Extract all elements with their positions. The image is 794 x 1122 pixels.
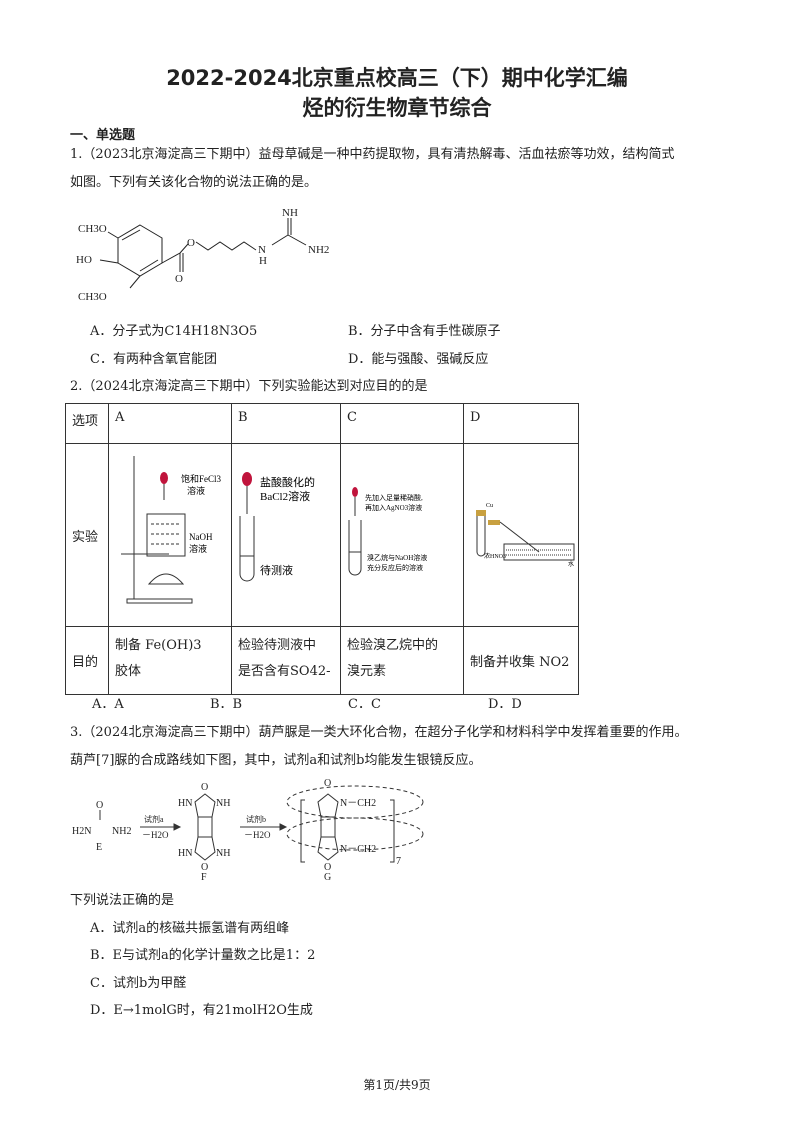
reagent-a-label: 试剂a: [144, 814, 164, 824]
q3-option-a[interactable]: A．试剂a的核磁共振氢谱有两组峰: [90, 921, 290, 936]
minus-h2o-label: －H2O: [244, 830, 271, 840]
label-hcl-acidified: 盐酸酸化的: [260, 475, 315, 489]
f-hn-label: HN: [178, 798, 192, 809]
q2-option-a[interactable]: A．A: [92, 697, 124, 712]
q1-option-c[interactable]: C．有两种含氧官能团: [90, 352, 217, 367]
header-c: C: [340, 403, 464, 444]
compound-e-label: E: [96, 842, 102, 853]
ho-label: HO: [76, 254, 92, 266]
f-hn-label: HN: [178, 848, 192, 859]
label-reacted-solution: 充分反应后的溶液: [367, 563, 423, 572]
q3-stem-line1: 3.（2024北京海淀高三下期中）葫芦脲是一类大环化合物，在超分子化学和材料科学…: [70, 725, 688, 740]
label-conc-hno3: 浓HNO3: [484, 552, 506, 560]
purpose-a: 制备 Fe(OH)3 胶体: [108, 626, 232, 695]
carbonyl-o-label: O: [175, 273, 183, 285]
q3-option-d[interactable]: D．E→1molG时，有21molH2O生成: [90, 1003, 313, 1018]
purpose-b: 检验待测液中是否含有SO42-: [231, 626, 341, 695]
och3-top-label: CH3O: [78, 223, 107, 235]
label-hno3: 先加入足量稀硝酸,: [365, 493, 423, 502]
label-cu: Cu: [486, 503, 493, 509]
q2-option-d[interactable]: D．D: [488, 697, 522, 712]
h-label: H: [259, 255, 267, 267]
g-nch2-bottom: N－CH2: [340, 844, 376, 855]
label-naoh: NaOH: [189, 532, 213, 542]
reagent-b-label: 试剂b: [246, 814, 266, 824]
label-bromoethane: 溴乙烷与NaOH溶液: [367, 553, 427, 562]
exp-b-diagram: 盐酸酸化的 BaCl2溶液 待测液: [239, 472, 315, 582]
section-heading: 一、单选题: [70, 128, 136, 143]
ester-o-label: O: [187, 237, 195, 249]
header-a: A: [108, 403, 232, 444]
label-agno3: 再加入AgNO3溶液: [365, 503, 422, 512]
n-label: N: [258, 244, 266, 256]
f-o-bottom: O: [201, 862, 208, 873]
subscript-7: 7: [396, 856, 401, 867]
q1-option-d[interactable]: D．能与强酸、强碱反应: [348, 352, 489, 367]
g-nch2-top: N－CH2: [340, 798, 376, 809]
exp-c-diagram: 先加入足量稀硝酸, 再加入AgNO3溶液 溴乙烷与NaOH溶液 充分反应后的溶液: [348, 487, 427, 576]
q1-option-a[interactable]: A．分子式为C14H18N3O5: [90, 324, 258, 339]
och3-bottom-label: CH3O: [78, 291, 107, 303]
q3-stem-line2: 葫芦[7]脲的合成路线如下图，其中，试剂a和试剂b均能发生银镜反应。: [70, 753, 482, 768]
q2-table: 选项 A B C D 实验 饱和FeCl3 溶液 NaOH 溶液 盐酸酸化的 B…: [65, 403, 579, 695]
header-option: 选项: [65, 403, 109, 444]
exp-a-diagram: 饱和FeCl3 溶液 NaOH 溶液: [121, 456, 222, 604]
header-d: D: [463, 403, 579, 444]
q1-stem-line2: 如图。下列有关该化合物的说法正确的是。: [70, 175, 318, 190]
doc-subtitle: 烃的衍生物章节综合: [302, 96, 492, 120]
purpose-c-line1: 检验溴乙烷中的: [347, 638, 439, 653]
compound-f-label: F: [201, 872, 207, 882]
label-bacl2: BaCl2溶液: [260, 489, 310, 503]
nh2-label: NH2: [308, 244, 329, 256]
e-nh2-label: NH2: [112, 826, 131, 837]
q3-option-b[interactable]: B．E与试剂a的化学计量数之比是1：2: [90, 948, 316, 963]
f-o-top: O: [201, 782, 208, 793]
f-nh-label: NH: [216, 798, 230, 809]
row-label-experiment: 实验: [65, 443, 109, 627]
q3-synthesis-scheme: O H2N NH2 E 试剂a －H2O O HN NH HN NH O F 试…: [72, 778, 424, 882]
exp-d-diagram: Cu 浓HNO3 水: [476, 503, 575, 568]
imine-nh-label: NH: [282, 207, 298, 219]
g-o-top: O: [324, 778, 331, 789]
q2-stem: 2.（2024北京海淀高三下期中）下列实验能达到对应目的的是: [70, 379, 428, 394]
compound-g-label: G: [324, 872, 331, 882]
f-nh-label: NH: [216, 848, 230, 859]
q3-prompt: 下列说法正确的是: [70, 893, 175, 908]
purpose-b-line1: 检验待测液中: [238, 638, 317, 653]
q1-stem-line1: 1.（2023北京海淀高三下期中）益母草碱是一种中药提取物，具有清热解毒、活血祛…: [70, 147, 675, 162]
header-b: B: [231, 403, 341, 444]
label-water: 水: [568, 560, 574, 568]
purpose-c: 检验溴乙烷中的溴元素: [340, 626, 464, 695]
e-o-label: O: [96, 800, 103, 811]
exp-b-cell: 盐酸酸化的 BaCl2溶液 待测液: [231, 443, 341, 627]
purpose-b-line2: 是否含有SO42-: [238, 664, 331, 679]
purpose-c-line2: 溴元素: [347, 664, 387, 679]
purpose-a-line1: 制备 Fe(OH)3: [115, 638, 202, 653]
q1-option-b[interactable]: B．分子中含有手性碳原子: [348, 324, 501, 339]
row-label-purpose: 目的: [65, 626, 109, 695]
q3-option-c[interactable]: C．试剂b为甲醛: [90, 976, 187, 991]
page-footer: 第1页/共9页: [363, 1078, 431, 1092]
label-solution: 溶液: [187, 485, 205, 496]
e-h2n-label: H2N: [72, 826, 91, 837]
exp-a-cell: 饱和FeCl3 溶液 NaOH 溶液: [108, 443, 232, 627]
q1-structure-diagram: CH3O HO CH3O O O N H NH NH2: [76, 207, 329, 303]
exp-d-cell: Cu 浓HNO3 水: [463, 443, 579, 627]
doc-title: 2022-2024北京重点校高三（下）期中化学汇编: [166, 66, 628, 90]
minus-h2o-label: －H2O: [142, 830, 169, 840]
q2-option-c[interactable]: C．C: [348, 697, 381, 712]
exp-c-cell: 先加入足量稀硝酸, 再加入AgNO3溶液 溴乙烷与NaOH溶液 充分反应后的溶液: [340, 443, 464, 627]
label-solution: 溶液: [189, 543, 207, 554]
label-fecl3: 饱和FeCl3: [181, 473, 222, 484]
purpose-a-line2: 胶体: [115, 664, 142, 679]
g-o-bottom: O: [324, 862, 331, 873]
label-test-solution: 待测液: [260, 563, 293, 577]
q2-option-b[interactable]: B．B: [210, 697, 243, 712]
purpose-d: 制备并收集 NO2: [463, 626, 579, 695]
